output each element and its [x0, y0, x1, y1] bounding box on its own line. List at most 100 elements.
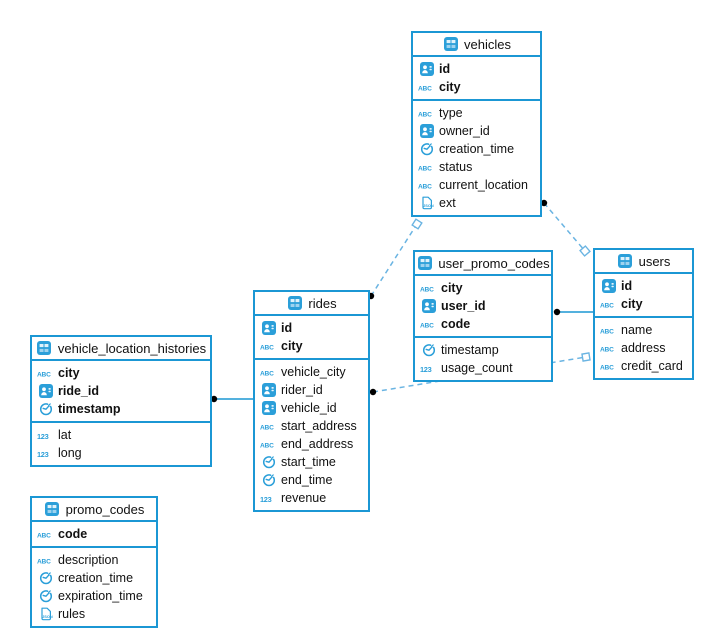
svg-text:ABC: ABC	[420, 323, 434, 330]
column-label: description	[58, 553, 119, 567]
person-id-icon	[260, 383, 277, 397]
svg-text:ABC: ABC	[37, 533, 51, 540]
column-label: type	[439, 106, 463, 120]
column-row-city: ABC city	[32, 364, 210, 382]
svg-text:123: 123	[260, 495, 272, 504]
svg-text:123: 123	[420, 365, 432, 374]
svg-text:ABC: ABC	[260, 443, 274, 450]
clock-icon	[420, 343, 437, 357]
number-123-icon: 123	[37, 446, 54, 460]
key-columns-vehicle_location_histories: ABC city ride_id timestamp	[32, 361, 210, 421]
column-label: credit_card	[621, 359, 683, 373]
column-label: start_address	[281, 419, 357, 433]
table-header-promo_codes[interactable]: promo_codes	[32, 498, 156, 522]
column-row-owner_id: owner_id	[413, 122, 540, 140]
svg-text:ABC: ABC	[418, 112, 432, 119]
svg-text:ABC: ABC	[600, 329, 614, 336]
abc-text-type-icon: ABC	[260, 437, 277, 451]
abc-text-type-icon: ABC	[37, 527, 54, 541]
column-label: ride_id	[58, 384, 99, 398]
column-row-type: ABC type	[413, 104, 540, 122]
person-id-icon	[418, 124, 435, 138]
svg-text:ABC: ABC	[418, 166, 432, 173]
column-label: city	[58, 366, 80, 380]
table-icon	[36, 341, 53, 355]
json-icon: JSON	[37, 607, 54, 621]
column-label: vehicle_city	[281, 365, 346, 379]
column-label: code	[441, 317, 471, 331]
table-header-rides[interactable]: rides	[255, 292, 368, 316]
svg-text:ABC: ABC	[260, 371, 274, 378]
column-row-code: ABC code	[32, 525, 156, 543]
table-icon	[617, 254, 634, 268]
table-title: promo_codes	[65, 501, 145, 517]
svg-text:ABC: ABC	[600, 303, 614, 310]
column-label: end_time	[281, 473, 333, 487]
column-label: lat	[58, 428, 72, 442]
table-title: user_promo_codes	[438, 255, 550, 271]
column-label: code	[58, 527, 88, 541]
abc-text-type-icon: ABC	[600, 341, 617, 355]
table-header-vehicles[interactable]: vehicles	[413, 33, 540, 57]
column-row-ride_id: ride_id	[32, 382, 210, 400]
abc-text-type-icon: ABC	[260, 339, 277, 353]
svg-text:123: 123	[37, 450, 49, 459]
table-icon	[286, 296, 303, 310]
table-header-users[interactable]: users	[595, 250, 692, 274]
relation-square-marker	[581, 352, 591, 362]
column-row-description: ABC description	[32, 551, 156, 569]
clock-icon	[37, 571, 54, 585]
column-label: city	[441, 281, 463, 295]
table-title: users	[638, 253, 671, 269]
column-label: start_time	[281, 455, 336, 469]
json-icon: JSON	[418, 196, 435, 210]
relation-square-marker	[579, 245, 591, 257]
column-label: expiration_time	[58, 589, 143, 603]
svg-text:JSON: JSON	[423, 203, 434, 208]
person-id-icon	[418, 62, 435, 76]
table-icon	[44, 502, 61, 516]
person-id-icon	[420, 299, 437, 313]
svg-text:123: 123	[37, 432, 49, 441]
key-columns-promo_codes: ABC code	[32, 522, 156, 546]
column-label: ext	[439, 196, 456, 210]
column-row-start_address: ABC start_address	[255, 417, 368, 435]
table-header-user_promo_codes[interactable]: user_promo_codes	[415, 252, 551, 276]
table-title: rides	[308, 295, 337, 311]
table-header-vehicle_location_histories[interactable]: vehicle_location_histories	[32, 337, 210, 361]
column-row-creation_time: creation_time	[413, 140, 540, 158]
person-id-icon	[600, 279, 617, 293]
svg-text:ABC: ABC	[260, 425, 274, 432]
number-123-icon: 123	[260, 491, 277, 505]
clock-icon	[260, 473, 277, 487]
column-row-vehicle_id: vehicle_id	[255, 399, 368, 417]
clock-icon	[37, 402, 54, 416]
table-title: vehicles	[464, 36, 511, 52]
column-row-timestamp: timestamp	[32, 400, 210, 418]
abc-text-type-icon: ABC	[37, 553, 54, 567]
column-label: rider_id	[281, 383, 323, 397]
svg-text:ABC: ABC	[37, 372, 51, 379]
abc-text-type-icon: ABC	[418, 106, 435, 120]
number-123-icon: 123	[420, 361, 437, 375]
svg-text:JSON: JSON	[42, 614, 53, 619]
